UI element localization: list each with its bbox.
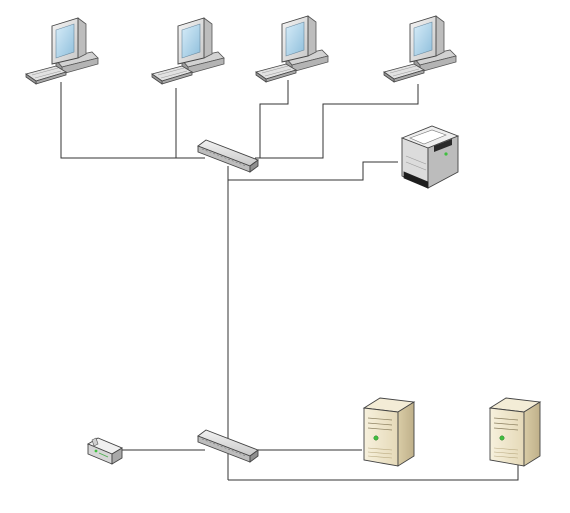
desktop-computer-icon — [383, 15, 457, 83]
workstation-2 — [151, 17, 225, 85]
server-2 — [489, 397, 541, 467]
connection-lines — [60, 80, 519, 481]
workstation-3 — [255, 15, 329, 83]
connection-workstation-3 — [259, 80, 289, 158]
tower-server-icon — [363, 397, 415, 467]
connection-printer — [228, 161, 398, 181]
modem — [87, 437, 123, 465]
desktop-computer-icon — [151, 17, 225, 85]
network-printer — [400, 125, 460, 189]
tower-server-icon — [489, 397, 541, 467]
printer-icon — [400, 125, 460, 189]
connection-workstation-1 — [60, 82, 205, 159]
desktop-computer-icon — [255, 15, 329, 83]
connection-server-2 — [228, 460, 519, 481]
modem-icon — [87, 437, 123, 465]
workstation-1 — [25, 17, 99, 85]
desktop-computer-icon — [25, 17, 99, 85]
server-1 — [363, 397, 415, 467]
connection-workstation-4 — [255, 84, 419, 159]
workstation-4 — [383, 15, 457, 83]
